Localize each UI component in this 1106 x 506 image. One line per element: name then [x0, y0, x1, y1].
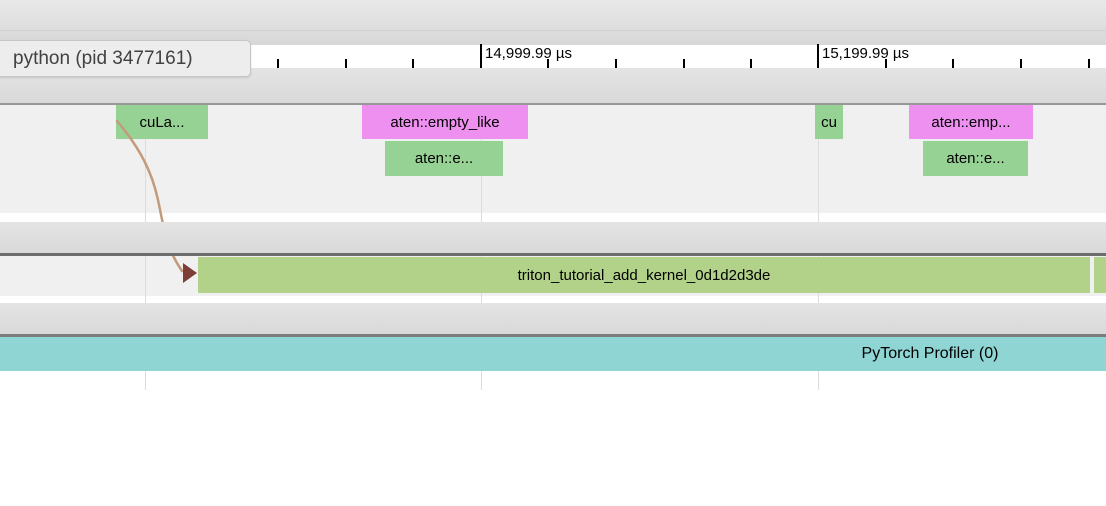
- kernel-slice[interactable]: triton_tutorial_add_kernel_0d1d2d3de: [198, 257, 1090, 293]
- trace-slice[interactable]: cuLa...: [116, 105, 208, 139]
- ruler-tick-label: 15,199.99 µs: [822, 45, 910, 62]
- slice-label: cu: [821, 113, 837, 131]
- ruler-minor-tick: [412, 59, 414, 68]
- ruler-minor-tick: [547, 59, 549, 68]
- gpu-header-band: [0, 222, 1106, 256]
- ruler-tick-label: 14,999.99 µs: [485, 45, 573, 62]
- trace-slice[interactable]: aten::emp...: [909, 105, 1033, 139]
- ruler-minor-tick: [885, 59, 887, 68]
- ruler-major-tick: [480, 44, 482, 68]
- slice-label: aten::e...: [946, 150, 1005, 167]
- ruler-minor-tick: [952, 59, 954, 68]
- ruler-minor-tick: [345, 59, 347, 68]
- ruler-major-tick: [817, 44, 819, 68]
- trace-slice[interactable]: aten::e...: [385, 141, 503, 176]
- toolbar-divider: [0, 30, 1106, 31]
- ruler-minor-tick: [750, 59, 752, 68]
- trace-slice[interactable]: cu: [815, 105, 843, 139]
- kernel-slice[interactable]: [1094, 257, 1106, 293]
- ruler-minor-tick: [1020, 59, 1022, 68]
- slice-label: aten::e...: [414, 150, 474, 167]
- slice-label: triton_tutorial_add_kernel_0d1d2d3de: [517, 266, 771, 284]
- ruler-minor-tick: [615, 59, 617, 68]
- trace-slice[interactable]: aten::e...: [923, 141, 1028, 176]
- profiler-track-label: PyTorch Profiler (0): [861, 345, 999, 362]
- slice-label: cuLa...: [139, 113, 185, 131]
- process-tab[interactable]: python (pid 3477161): [0, 40, 251, 77]
- ruler-minor-tick: [277, 59, 279, 68]
- ruler-minor-tick: [1088, 59, 1090, 68]
- profiler-track-bar[interactable]: PyTorch Profiler (0): [0, 337, 1106, 371]
- profiler-header-band: [0, 303, 1106, 337]
- slice-label: aten::emp...: [931, 113, 1011, 131]
- slice-label: aten::empty_like: [390, 113, 500, 131]
- trace-slice[interactable]: aten::empty_like: [362, 105, 528, 139]
- process-tab-label: python (pid 3477161): [13, 47, 193, 69]
- ruler-minor-tick: [683, 59, 685, 68]
- toolbar-band: [0, 0, 1106, 45]
